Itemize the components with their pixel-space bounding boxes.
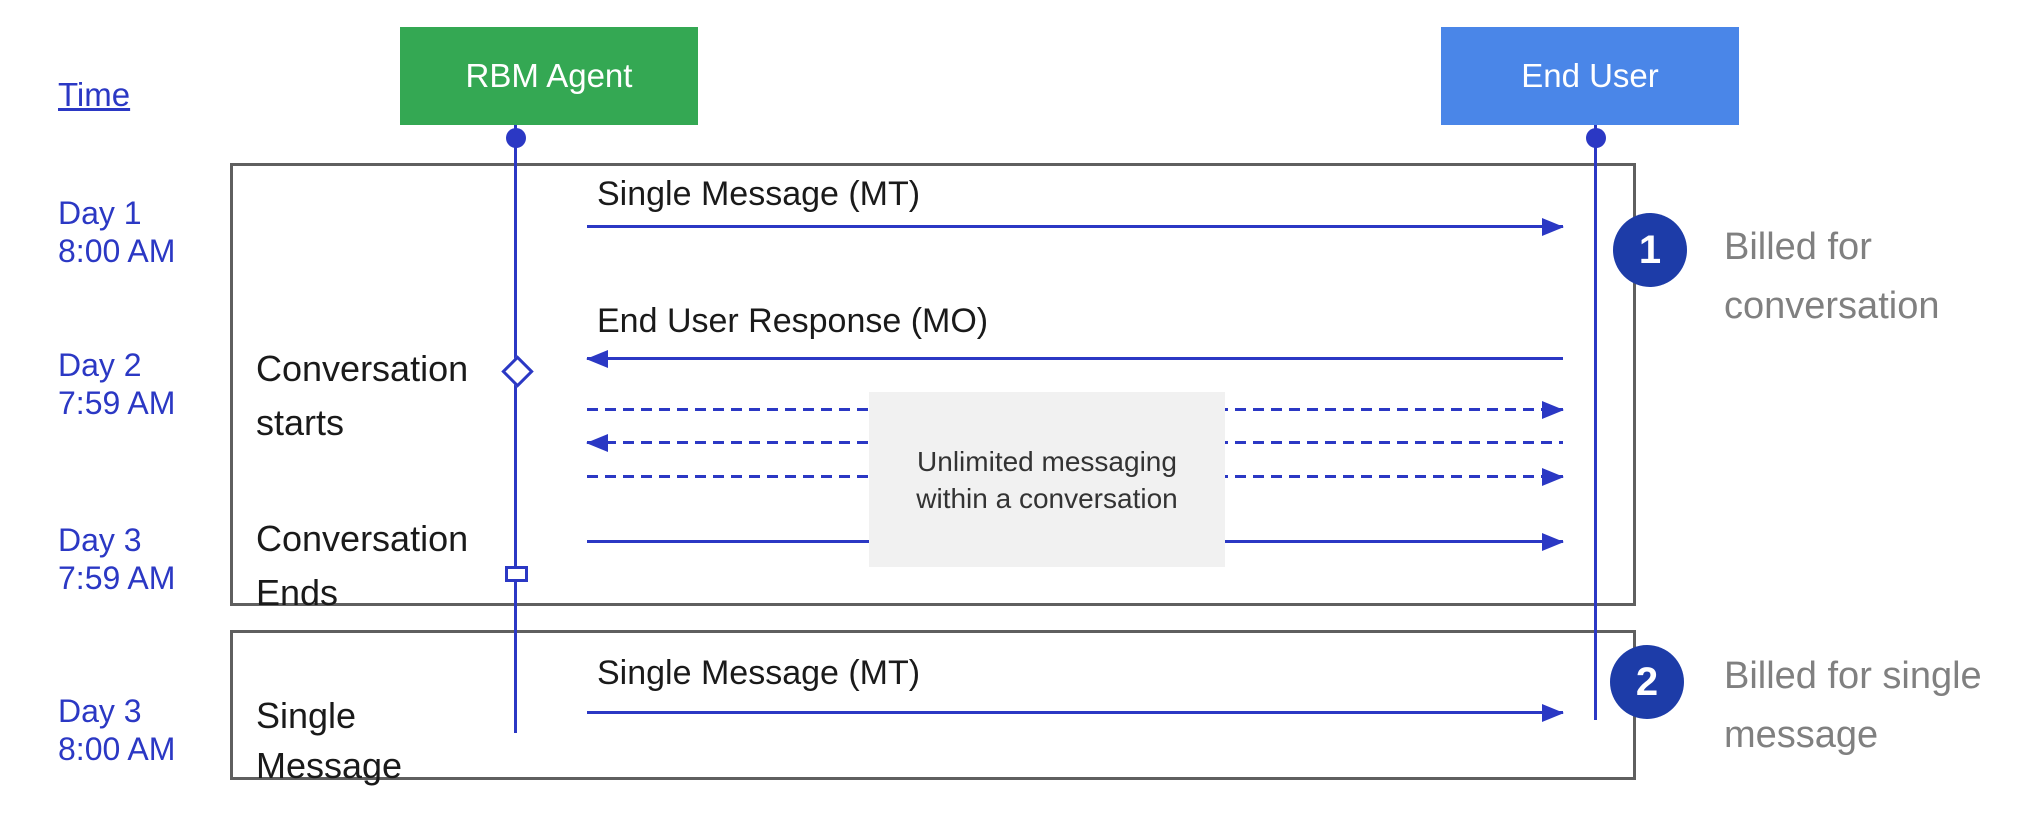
- time-marker-day1: Day 1 8:00 AM: [58, 194, 175, 270]
- conversation-ends-line2: Ends: [256, 572, 339, 613]
- single-message-left-label: Single Message: [256, 691, 402, 791]
- conversation-ends-line1: Conversation: [256, 518, 469, 559]
- conversation-billing-frame: [230, 163, 1636, 606]
- time-marker-day: Day 3: [58, 522, 142, 558]
- time-marker-time: 8:00 AM: [58, 731, 176, 767]
- time-marker-day3-single: Day 3 8:00 AM: [58, 692, 175, 768]
- time-marker-day2: Day 2 7:59 AM: [58, 346, 175, 422]
- single-message-mt2-arrow-icon: [587, 703, 1564, 722]
- time-marker-day3-end: Day 3 7:59 AM: [58, 521, 175, 597]
- end-user-response-mo-arrow-icon: [586, 349, 1563, 368]
- billing-step-2-badge: 2: [1610, 645, 1684, 719]
- billed-for-conversation-line1: Billed for: [1724, 226, 1872, 268]
- end-user-response-mo-label: End User Response (MO): [597, 302, 989, 340]
- time-marker-time: 8:00 AM: [58, 233, 176, 269]
- time-marker-day: Day 3: [58, 693, 142, 729]
- billing-step-1-badge: 1: [1613, 213, 1687, 287]
- single-message-left-label-line1: Single: [256, 695, 357, 736]
- conversation-starts-label: Conversation starts: [256, 342, 468, 450]
- billed-for-single-message-line2: message: [1724, 714, 1879, 756]
- single-message-left-label-line2: Message: [256, 745, 403, 786]
- time-axis-label: Time: [58, 76, 131, 113]
- billing-step-1-number: 1: [1638, 227, 1662, 272]
- single-message-mt-label: Single Message (MT): [597, 175, 921, 213]
- time-marker-day: Day 1: [58, 195, 142, 231]
- conversation-end-square-icon: [505, 566, 528, 582]
- end-user-lifeline: [1594, 125, 1597, 720]
- unlimited-messaging-note-line2: within a conversation: [916, 482, 1178, 514]
- unlimited-messaging-note: Unlimited messaging within a conversatio…: [869, 392, 1225, 567]
- time-marker-time: 7:59 AM: [58, 385, 176, 421]
- single-message-billing-frame: [230, 630, 1636, 780]
- conversation-starts-line2: starts: [256, 402, 345, 443]
- conversation-starts-line1: Conversation: [256, 348, 469, 389]
- billed-for-single-message-line1: Billed for single: [1724, 655, 1982, 697]
- single-message-mt-arrow-icon: [587, 217, 1564, 236]
- rbm-agent-actor-box: RBM Agent: [400, 27, 698, 125]
- billing-step-2-number: 2: [1635, 659, 1659, 704]
- single-message-mt2-label: Single Message (MT): [597, 654, 921, 692]
- billed-for-single-message-caption: Billed for single message: [1724, 647, 2023, 765]
- billed-for-conversation-caption: Billed for conversation: [1724, 218, 2023, 336]
- time-marker-day: Day 2: [58, 347, 142, 383]
- time-marker-time: 7:59 AM: [58, 560, 176, 596]
- agent-lifeline: [514, 125, 517, 733]
- end-user-actor-box: End User: [1441, 27, 1739, 125]
- end-user-label: End User: [1521, 57, 1659, 94]
- unlimited-messaging-note-line1: Unlimited messaging: [917, 445, 1177, 477]
- conversation-ends-label: Conversation Ends: [256, 512, 468, 620]
- billed-for-conversation-line2: conversation: [1724, 285, 1940, 327]
- rbm-agent-label: RBM Agent: [465, 57, 633, 94]
